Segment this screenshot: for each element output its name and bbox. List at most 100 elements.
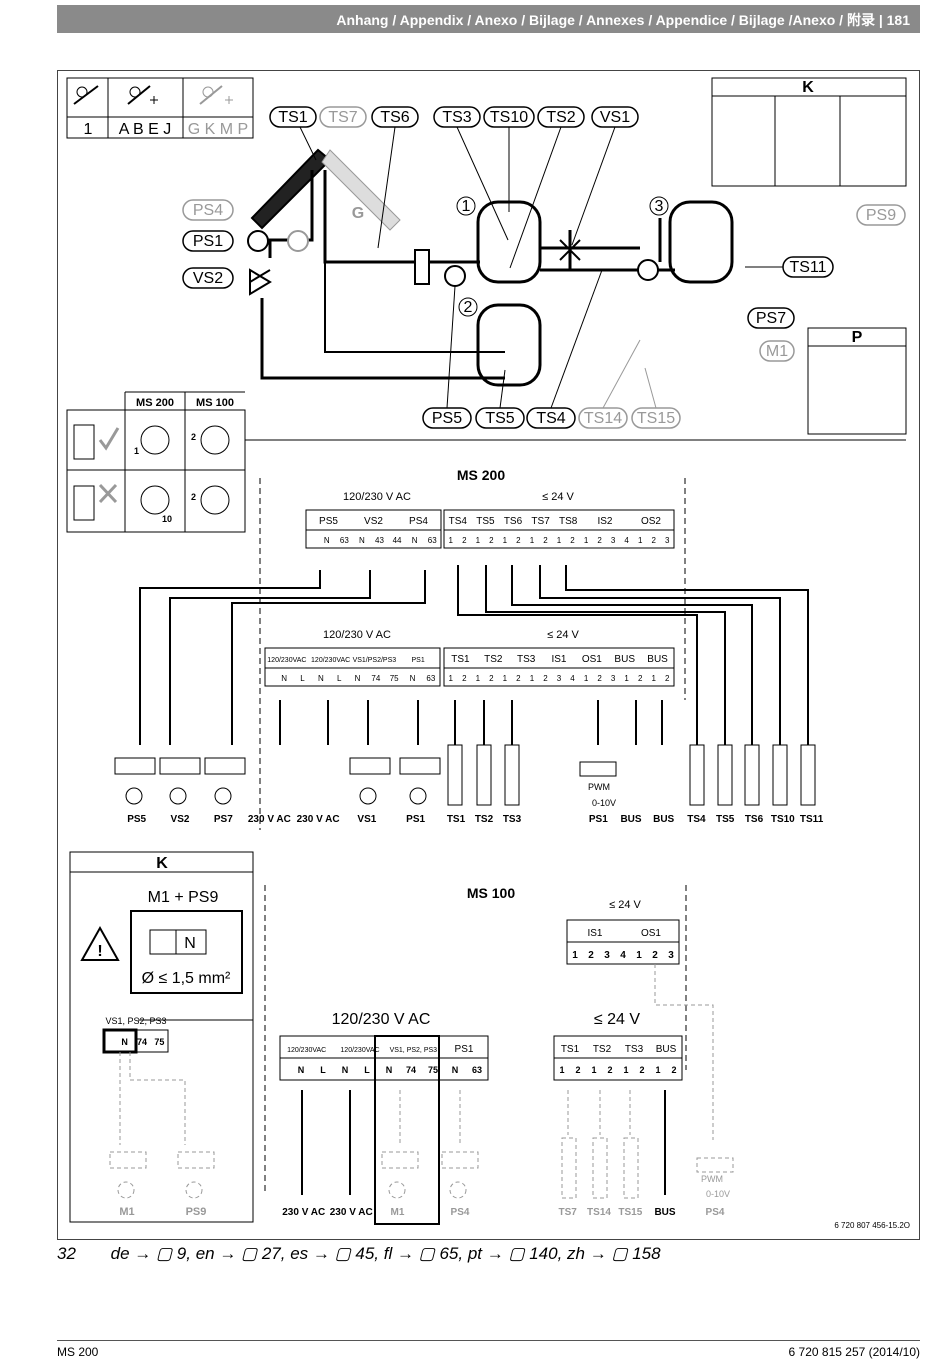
terminal-number: 1 — [476, 536, 481, 545]
terminal-number: N — [298, 1065, 305, 1075]
switch-table — [66, 391, 246, 533]
page-reference: 32 de → ▢ 9, en → ▢ 27, es → ▢ 45, fl → … — [57, 1244, 661, 1264]
switch-ms100: MS 100 — [196, 397, 234, 409]
switch-ms200: MS 200 — [136, 397, 174, 409]
diagram-frame — [57, 70, 920, 1240]
hydraulic-schematic — [250, 148, 675, 380]
ms100-top-block — [566, 919, 680, 965]
storage-tank-3 — [668, 200, 734, 284]
k-lower-n: N — [184, 935, 196, 952]
page-footer: MS 200 6 720 815 257 (2014/10) — [57, 1340, 920, 1359]
circle-2-icon — [458, 297, 478, 317]
device-label: TS10 — [771, 814, 795, 825]
terminal-number: 1 — [449, 536, 454, 545]
terminal-group-label: TS5 — [476, 516, 495, 527]
device-label: TS2 — [475, 814, 494, 825]
device-label: PS1 — [589, 814, 608, 825]
terminal-number: 1 — [530, 674, 535, 683]
terminal-group-label: TS3 — [625, 1044, 644, 1055]
terminal-number: 2 — [570, 536, 575, 545]
terminal-number: 1 — [655, 1065, 660, 1075]
ms100-title: MS 100 — [467, 885, 515, 901]
terminal-number: 1 — [584, 536, 589, 545]
terminal-number: 4 — [570, 674, 575, 683]
label-ts1: TS1 — [278, 109, 307, 126]
terminal-number: 2 — [597, 536, 602, 545]
terminal-group-label: BUS — [647, 654, 668, 665]
terminal-group-label: PS4 — [409, 516, 428, 527]
terminal-number: 1 — [591, 1065, 596, 1075]
label-ts5: TS5 — [485, 410, 514, 427]
terminal-number: 2 — [489, 536, 494, 545]
terminal-number: L — [364, 1065, 370, 1075]
terminal-number: 2 — [665, 674, 670, 683]
terminal-group-label: PS1 — [455, 1044, 474, 1055]
label-g: G — [352, 205, 364, 222]
terminal-number: 44 — [393, 536, 402, 545]
ms200-lv-label: ≤ 24 V — [542, 491, 574, 503]
terminal-group-label: IS1 — [551, 654, 566, 665]
ms200-pwm: PWM — [588, 782, 610, 792]
switch-val-10: 10 — [162, 514, 172, 524]
terminal-number: 2 — [638, 674, 643, 683]
doc-number: 6 720 807 456-15.2O — [834, 1221, 910, 1230]
terminal-number: 1 — [503, 536, 508, 545]
terminal-number: 3 — [611, 674, 616, 683]
label-ts2: TS2 — [546, 109, 575, 126]
device-label: TS11 — [800, 814, 824, 825]
device-label: PS5 — [127, 814, 146, 825]
terminal-number: 2 — [462, 536, 467, 545]
label-ps4: PS4 — [193, 202, 223, 219]
terminal-number: N — [359, 536, 365, 545]
terminal-number: 1 — [636, 950, 642, 961]
rotary-switch-icon — [200, 485, 230, 515]
label-ts14: TS14 — [584, 410, 622, 427]
ms200-lv-label2: ≤ 24 V — [547, 629, 579, 641]
terminal-number: 75 — [428, 1065, 438, 1075]
terminal-number: 63 — [426, 674, 435, 683]
terminal-number: 74 — [137, 1037, 147, 1047]
terminal-number: 2 — [588, 950, 594, 961]
device-label: TS3 — [503, 814, 522, 825]
circle-1-icon — [456, 196, 476, 216]
terminal-number: 1 — [476, 674, 481, 683]
ms200-devices — [114, 744, 816, 806]
footer-right: 6 720 815 257 (2014/10) — [788, 1345, 920, 1359]
circle-3-icon — [649, 196, 669, 216]
selector-col3: G K M P — [188, 121, 248, 138]
terminal-number: N — [342, 1065, 349, 1075]
terminal-number: 2 — [575, 1065, 580, 1075]
terminal-number: 2 — [489, 674, 494, 683]
sun-icon — [73, 85, 99, 105]
terminal-group-label: TS7 — [531, 516, 550, 527]
terminal-number: 43 — [375, 536, 384, 545]
k-lower-title: K — [156, 855, 168, 872]
terminal-group-label: TS3 — [517, 654, 536, 665]
k-lower-subtitle: M1 + PS9 — [148, 889, 219, 906]
label-ps1: PS1 — [193, 233, 223, 250]
burner-icon — [73, 424, 95, 460]
pump-ps5-icon — [444, 265, 466, 287]
terminal-number: 2 — [543, 536, 548, 545]
gray-leaders — [602, 339, 657, 409]
ms100-outline — [264, 885, 687, 1195]
terminal-number: 3 — [668, 950, 674, 961]
terminal-number: 2 — [597, 674, 602, 683]
device-label: 230 V AC — [282, 1207, 325, 1218]
sun-plus-grey-icon — [199, 85, 233, 105]
terminal-group-label: IS2 — [597, 516, 612, 527]
device-label: TS5 — [716, 814, 735, 825]
pump-ps7-icon — [637, 259, 659, 281]
label-ps5: PS5 — [432, 410, 462, 427]
terminal-number: N — [318, 674, 324, 683]
terminal-number: 2 — [516, 536, 521, 545]
terminal-number: 2 — [671, 1065, 676, 1075]
terminal-number: L — [320, 1065, 326, 1075]
rotary-switch-icon — [140, 425, 170, 455]
device-label: BUS — [620, 814, 641, 825]
ms100-pwm: PWM — [701, 1174, 723, 1184]
storage-tank-1 — [476, 200, 542, 284]
